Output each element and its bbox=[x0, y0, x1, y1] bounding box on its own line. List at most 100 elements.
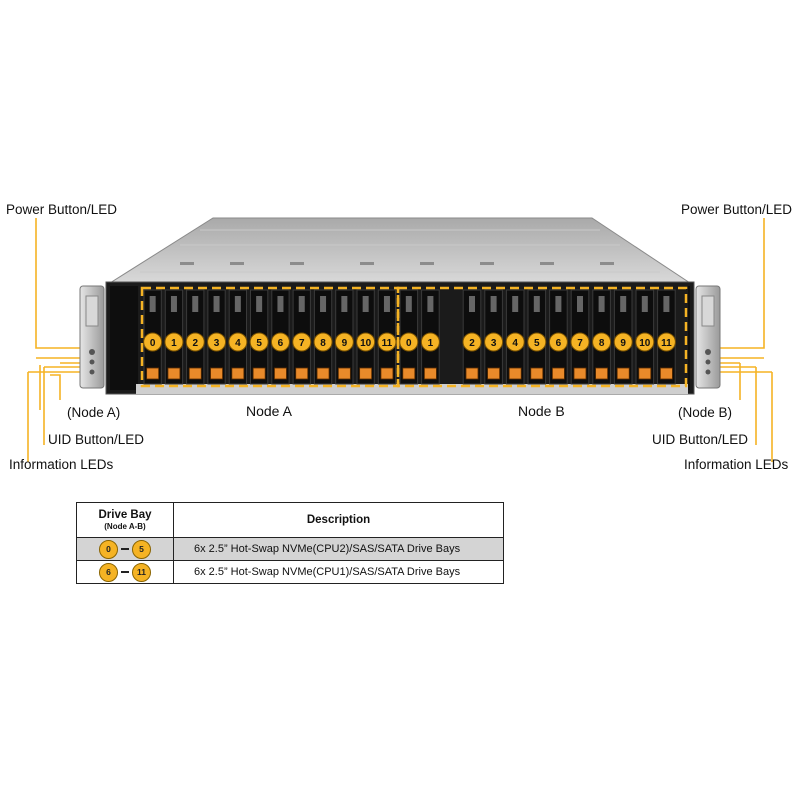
drive-latch bbox=[595, 367, 608, 380]
bay-number-badge bbox=[505, 332, 525, 352]
drive-bay-table: Drive Bay (Node A-B) Description 0 5 6x … bbox=[76, 502, 504, 584]
bay-number-text: 6 bbox=[278, 338, 284, 349]
drive-latch bbox=[638, 367, 652, 380]
bay-number-badge bbox=[635, 332, 655, 352]
drive-bay-b-4: 4 bbox=[505, 289, 525, 385]
drive-bay-b-2: 2 bbox=[462, 289, 482, 385]
bay-number-text: 1 bbox=[171, 338, 177, 349]
drive-latch bbox=[295, 367, 309, 380]
bay-number-badge bbox=[377, 332, 397, 352]
drive-vent bbox=[383, 296, 390, 312]
bay-number-badge bbox=[548, 332, 568, 352]
drive-vent bbox=[490, 296, 497, 312]
bay-number-badge bbox=[292, 332, 312, 352]
drive-vent bbox=[598, 296, 605, 312]
drive-bay-a-8: 8 bbox=[313, 289, 333, 385]
bay-number-text: 1 bbox=[428, 338, 434, 349]
drive-bay-a-7: 7 bbox=[292, 289, 312, 385]
bay-number-badge bbox=[143, 332, 163, 352]
bay-range-cell: 6 11 bbox=[76, 560, 174, 584]
drive-vent bbox=[577, 296, 583, 312]
drive-latch bbox=[359, 367, 373, 380]
drive-vent bbox=[512, 296, 519, 312]
left-info-label: Information LEDs bbox=[9, 457, 114, 472]
right-node-label: (Node B) bbox=[678, 405, 733, 420]
drive-vent bbox=[405, 296, 412, 312]
bay-number-badge bbox=[207, 332, 227, 352]
right-power-label: Power Button/LED bbox=[681, 202, 793, 217]
range-dash bbox=[121, 571, 129, 573]
drive-bay-b-3: 3 bbox=[484, 289, 504, 385]
bay-number-text: 2 bbox=[192, 338, 198, 349]
bay-number-badge bbox=[249, 332, 269, 352]
drive-vent bbox=[341, 296, 348, 312]
drive-vent bbox=[469, 296, 475, 312]
col-drive-bay-header: Drive Bay (Node A-B) bbox=[76, 502, 174, 538]
drive-bay-header-text: Drive Bay bbox=[98, 509, 152, 521]
bay-number-badge bbox=[592, 332, 612, 352]
drive-vent bbox=[234, 296, 241, 312]
drive-bay-a-10: 10 bbox=[356, 289, 376, 385]
bay-number-text: 8 bbox=[599, 338, 605, 349]
drive-latch bbox=[316, 367, 330, 380]
bay-number-badge bbox=[399, 332, 419, 352]
bay-number-text: 3 bbox=[214, 338, 220, 349]
drive-latch bbox=[274, 367, 287, 380]
bay-number-text: 10 bbox=[639, 338, 651, 349]
col-description-header: Description bbox=[173, 502, 504, 538]
bay-number-text: 11 bbox=[661, 338, 672, 349]
drive-latch bbox=[552, 367, 565, 380]
drive-bay-a-0: 0 bbox=[143, 289, 163, 385]
bay-badge: 11 bbox=[132, 562, 151, 582]
drive-bay-a-6: 6 bbox=[270, 289, 290, 385]
bay-number-text: 9 bbox=[620, 338, 626, 349]
bay-number-text: 5 bbox=[534, 338, 540, 349]
bay-badge: 0 bbox=[99, 539, 118, 559]
drive-latch bbox=[188, 367, 202, 380]
drive-latch bbox=[167, 367, 181, 380]
drive-latch bbox=[380, 367, 394, 380]
table-row: 0 5 6x 2.5” Hot-Swap NVMe(CPU2)/SAS/SATA… bbox=[76, 537, 504, 561]
drive-bay-b-5: 5 bbox=[527, 289, 547, 385]
bay-number-text: 7 bbox=[577, 338, 583, 349]
drive-bay-a-11: 11 bbox=[377, 289, 397, 385]
drive-vent bbox=[555, 296, 562, 312]
drive-latch bbox=[508, 367, 522, 380]
drive-vent bbox=[298, 296, 305, 312]
description-cell: 6x 2.5” Hot-Swap NVMe(CPU1)/SAS/SATA Dri… bbox=[173, 560, 504, 584]
table-row: 6 11 6x 2.5” Hot-Swap NVMe(CPU1)/SAS/SAT… bbox=[76, 560, 504, 584]
bay-number-text: 11 bbox=[382, 338, 393, 349]
drive-bay-header-sub: (Node A-B) bbox=[104, 522, 146, 531]
drive-bay-b-1: 1 bbox=[420, 289, 440, 385]
right-info-label: Information LEDs bbox=[684, 457, 789, 472]
drive-latch bbox=[252, 367, 266, 380]
bay-number-badge bbox=[228, 332, 248, 352]
range-dash bbox=[121, 548, 129, 550]
drive-vent bbox=[362, 296, 369, 312]
bay-number-text: 8 bbox=[320, 338, 326, 349]
drive-latch bbox=[487, 367, 501, 380]
left-uid-label: UID Button/LED bbox=[48, 432, 145, 447]
drive-vent bbox=[427, 296, 434, 312]
drive-vent bbox=[149, 296, 156, 312]
bay-number-badge bbox=[656, 332, 676, 352]
drive-vent bbox=[170, 296, 177, 312]
bay-badge: 5 bbox=[132, 539, 151, 559]
drive-latch bbox=[423, 367, 437, 380]
bay-number-text: 3 bbox=[491, 338, 497, 349]
drive-vent bbox=[192, 296, 199, 312]
drive-bay-b-11: 11 bbox=[656, 289, 676, 385]
drive-latch bbox=[210, 367, 223, 380]
bay-number-text: 4 bbox=[235, 338, 241, 349]
drive-bay-b-6: 6 bbox=[548, 289, 568, 385]
drive-bay-a-4: 4 bbox=[228, 289, 248, 385]
drive-bay-b-7: 7 bbox=[570, 289, 590, 385]
bay-number-text: 6 bbox=[556, 338, 562, 349]
drive-vent bbox=[620, 296, 627, 312]
node-a-label: Node A bbox=[246, 403, 292, 419]
bay-number-badge bbox=[313, 332, 333, 352]
bay-number-badge bbox=[570, 332, 590, 352]
drive-bay-a-2: 2 bbox=[185, 289, 205, 385]
